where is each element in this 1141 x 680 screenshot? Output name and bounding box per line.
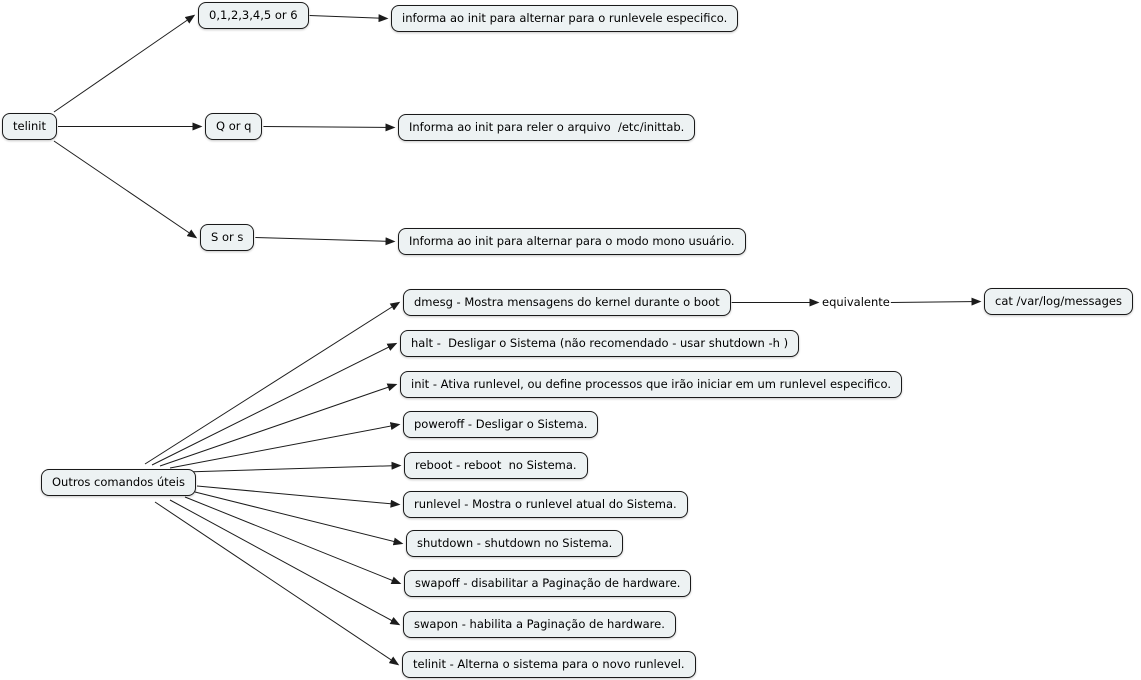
edge-arrow xyxy=(184,461,402,473)
node-arg-s[interactable]: S or s xyxy=(200,224,255,251)
node-cmd-telinit[interactable]: telinit - Alterna o sistema para o novo … xyxy=(402,651,696,678)
node-cmd-runlevel[interactable]: runlevel - Mostra o runlevel atual do Si… xyxy=(403,491,688,518)
node-cmd-dmesg[interactable]: dmesg - Mostra mensagens do kernel duran… xyxy=(403,289,731,316)
node-desc-runlevels-0-6[interactable]: informa ao init para alternar para o run… xyxy=(391,5,739,32)
node-cmd-shutdown[interactable]: shutdown - shutdown no Sistema. xyxy=(406,530,624,557)
edge-arrow xyxy=(144,301,401,465)
node-telinit-root[interactable]: telinit xyxy=(2,113,57,140)
node-outros-comandos[interactable]: Outros comandos úteis xyxy=(41,469,196,496)
node-cmd-poweroff[interactable]: poweroff - Desligar o Sistema. xyxy=(403,411,599,438)
edge-arrow xyxy=(890,297,982,306)
node-cmd-reboot[interactable]: reboot - reboot no Sistema. xyxy=(404,452,588,479)
node-cat-var-log-messages[interactable]: cat /var/log/messages xyxy=(984,288,1133,315)
edge-arrow xyxy=(196,485,401,508)
node-cmd-swapon[interactable]: swapon - habilita a Paginação de hardwar… xyxy=(403,611,676,638)
node-cmd-init[interactable]: init - Ativa runlevel, ou define process… xyxy=(400,371,902,398)
edge-arrow xyxy=(53,14,196,113)
edge-arrow xyxy=(255,237,396,246)
edge-arrow xyxy=(154,501,400,666)
edge-arrow xyxy=(309,14,389,23)
edge-arrow xyxy=(263,123,396,132)
node-cmd-halt[interactable]: halt - Desligar o Sistema (não recomenda… xyxy=(400,330,800,357)
edge-arrow xyxy=(151,342,398,466)
edge-arrow xyxy=(159,383,398,467)
edge-arrow xyxy=(169,422,401,469)
edge-arrow xyxy=(184,496,402,585)
label-equivalente[interactable]: equivalente xyxy=(822,295,890,309)
edge-arrow xyxy=(53,140,198,239)
node-cmd-swapoff[interactable]: swapoff - disabilitar a Paginação de har… xyxy=(404,570,692,597)
edge-arrow xyxy=(194,491,404,546)
node-desc-q[interactable]: Informa ao init para reler o arquivo /et… xyxy=(398,114,696,141)
edge-arrow xyxy=(169,499,401,626)
node-arg-q[interactable]: Q or q xyxy=(205,113,263,140)
node-desc-s[interactable]: Informa ao init para alternar para o mod… xyxy=(398,228,746,255)
node-runlevels-0-6[interactable]: 0,1,2,3,4,5 or 6 xyxy=(198,2,309,29)
